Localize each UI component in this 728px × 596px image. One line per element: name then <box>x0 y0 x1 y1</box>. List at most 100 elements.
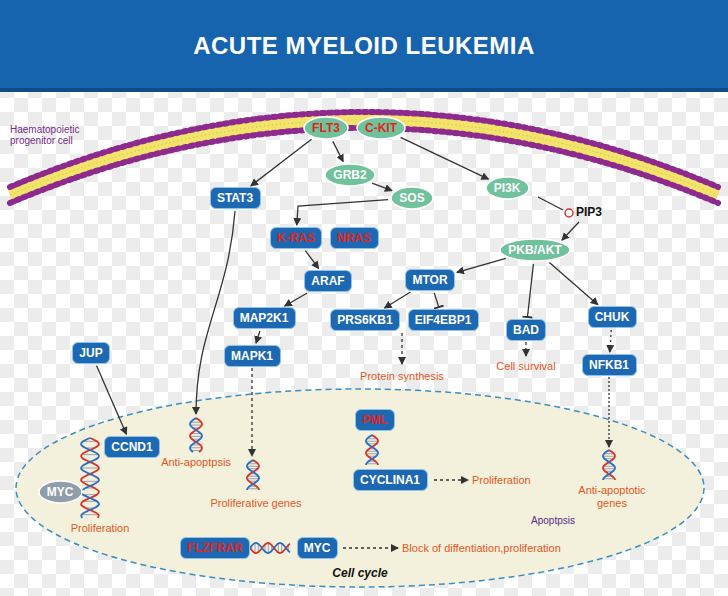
dna-rung <box>190 447 202 448</box>
protein-ellipse: C-KIT <box>356 116 406 140</box>
dna-rung <box>604 466 615 467</box>
dna-rung <box>367 443 376 444</box>
activation-arrow <box>251 139 312 186</box>
outcome-label: Proliferation <box>71 522 130 535</box>
ellipse-fill <box>304 117 348 139</box>
activation-arrow <box>256 331 260 343</box>
protein-name: CYCLINA1 <box>360 473 420 487</box>
protein-ellipse: MYC <box>38 480 83 504</box>
outcome-label: Haematopoietic progenitor cell <box>10 124 122 147</box>
dna-rung <box>190 436 202 437</box>
activation-arrow <box>385 292 411 308</box>
region-caption: Cell cycle <box>332 566 387 580</box>
dna-rung <box>191 433 201 434</box>
activation-arrow <box>333 141 343 161</box>
dna-rung <box>81 468 99 469</box>
protein-name: K-RAS <box>277 231 315 245</box>
dna-rung <box>248 463 258 464</box>
dna-rung <box>371 446 373 447</box>
protein-box: CHUK <box>588 306 637 328</box>
dna-rung <box>605 471 613 472</box>
dna-strand <box>190 418 202 452</box>
dna-rung <box>608 461 610 462</box>
protein-box: JUP <box>72 342 110 364</box>
dna-rung <box>608 473 610 474</box>
dna-rung <box>366 453 378 454</box>
membrane-heads-outer <box>10 112 718 187</box>
dna-strand <box>247 460 259 490</box>
protein-name: PML <box>362 413 387 427</box>
dna-rung <box>249 481 257 482</box>
dna-rung <box>275 547 276 550</box>
protein-box: STAT3 <box>210 187 261 209</box>
dna-rung <box>271 545 272 551</box>
dna-rung <box>82 454 99 455</box>
dna-strand <box>190 418 202 452</box>
dna-rung <box>86 508 95 509</box>
edges <box>97 137 612 434</box>
protein-name: FLZFRAR <box>187 541 242 555</box>
decorations <box>81 197 615 553</box>
pathway-leader <box>434 479 468 480</box>
inhibition-connector <box>527 264 533 317</box>
dna-rung <box>606 476 613 477</box>
dna-rung <box>265 544 266 551</box>
dna-rung <box>603 468 615 469</box>
protein-name: MYC <box>47 485 74 499</box>
protein-box: MAP2K1 <box>233 307 296 329</box>
protein-name: STAT3 <box>217 191 253 205</box>
dna-rung <box>278 543 279 552</box>
dna-rung <box>366 441 378 442</box>
protein-box: MAPK1 <box>224 345 281 367</box>
dna-rung <box>367 451 378 452</box>
dna-rung <box>252 471 254 472</box>
title-text: ACUTE MYELOID LEUKEMIA <box>193 32 535 60</box>
pathway-leader <box>196 211 235 414</box>
dna-rung <box>83 494 97 495</box>
activation-arrow <box>285 293 307 306</box>
activation-arrow <box>401 137 489 179</box>
dna-rung <box>248 476 259 477</box>
protein-name: EIF4EBP1 <box>415 313 472 327</box>
protein-name: SOS <box>399 191 424 205</box>
dna-rung <box>604 453 614 454</box>
ellipse-fill <box>39 481 82 503</box>
outcome-label: Anti-apoptotic genes <box>572 484 652 509</box>
protein-box: PRS6KB1 <box>330 309 400 331</box>
dna-rung <box>366 463 377 464</box>
protein-ellipse: GRB2 <box>324 163 376 187</box>
dna-rung <box>83 441 97 442</box>
dna-helix <box>81 438 99 518</box>
dna-rung <box>193 427 199 428</box>
protein-ellipse: PKB/AKT <box>499 238 571 262</box>
dna-rung <box>192 439 200 440</box>
dna-strand <box>366 435 378 465</box>
dna-helix <box>247 460 259 490</box>
activation-arrow <box>610 330 611 352</box>
dna-helix <box>250 543 290 553</box>
title-band <box>0 0 728 92</box>
pathway-leader <box>251 368 252 456</box>
dna-strand <box>81 438 99 518</box>
outcome-label: Cell survival <box>496 360 555 373</box>
protein-box: EIF4EBP1 <box>408 309 479 331</box>
protein-name: JUP <box>79 346 102 360</box>
protein-name: MYC <box>304 541 331 555</box>
dna-rung <box>191 422 202 423</box>
dna-strand <box>247 460 259 490</box>
dna-rung <box>288 545 289 551</box>
protein-box: BAD <box>506 319 546 341</box>
protein-name: PKB/AKT <box>508 243 561 257</box>
ellipse-fill <box>325 164 375 186</box>
dna-rung <box>248 468 257 469</box>
dna-rung <box>250 486 257 487</box>
dna-rung <box>367 438 377 439</box>
protein-box: NRAS <box>330 227 379 249</box>
dna-rung <box>250 473 255 474</box>
protein-name: GRB2 <box>333 168 366 182</box>
dna-rung <box>281 543 282 552</box>
dna-rung <box>371 458 373 459</box>
protein-name: MAP2K1 <box>240 311 289 325</box>
dna-rung <box>247 488 258 489</box>
dna-rung <box>194 419 198 420</box>
